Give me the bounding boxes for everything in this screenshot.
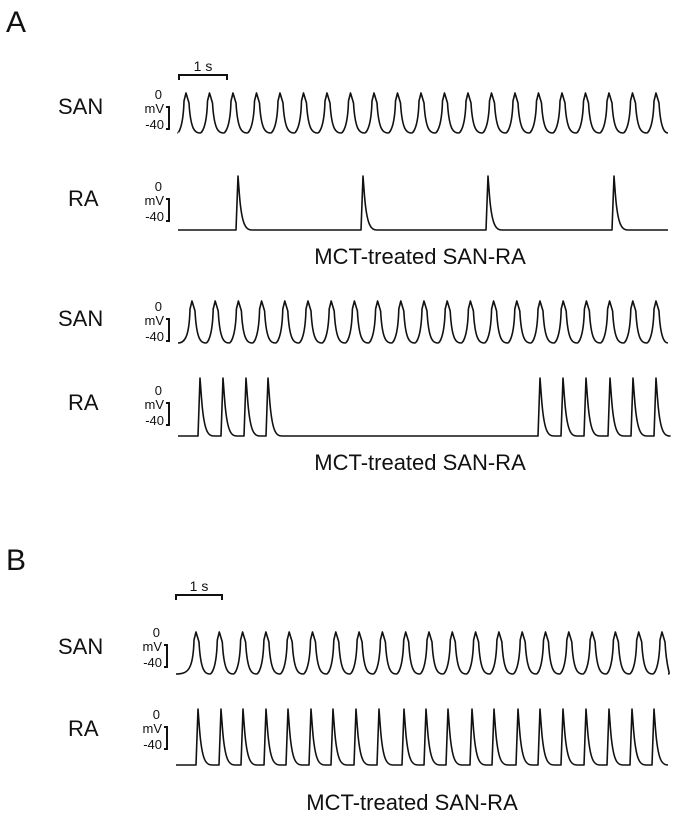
- trace-label-ra: RA: [68, 390, 99, 415]
- trace-b-san: [175, 631, 670, 675]
- time-scale-bar-a: 1 s: [178, 58, 228, 82]
- trace-label-ra: RA: [68, 716, 99, 741]
- time-scale-label: 1 s: [189, 578, 209, 594]
- caption-b: MCT-treated SAN-RA: [306, 790, 518, 815]
- panel-label-a: A: [6, 6, 27, 39]
- caption-a2: MCT-treated SAN-RA: [314, 450, 526, 475]
- trace-a2-ra: [178, 377, 671, 437]
- panel-label-b: B: [6, 544, 27, 577]
- time-scale-bar-b: 1 s: [175, 578, 223, 602]
- trace-label-san: SAN: [58, 634, 104, 659]
- time-scale-label: 1 s: [193, 58, 213, 74]
- trace-label-san: SAN: [58, 94, 104, 119]
- caption-a1: MCT-treated SAN-RA: [314, 244, 526, 269]
- trace-a1-san: [177, 92, 669, 134]
- trace-a1-ra: [178, 175, 668, 231]
- trace-label-ra: RA: [68, 186, 99, 211]
- trace-b-ra: [176, 708, 669, 766]
- trace-label-san: SAN: [58, 306, 104, 331]
- trace-a2-san: [177, 300, 669, 344]
